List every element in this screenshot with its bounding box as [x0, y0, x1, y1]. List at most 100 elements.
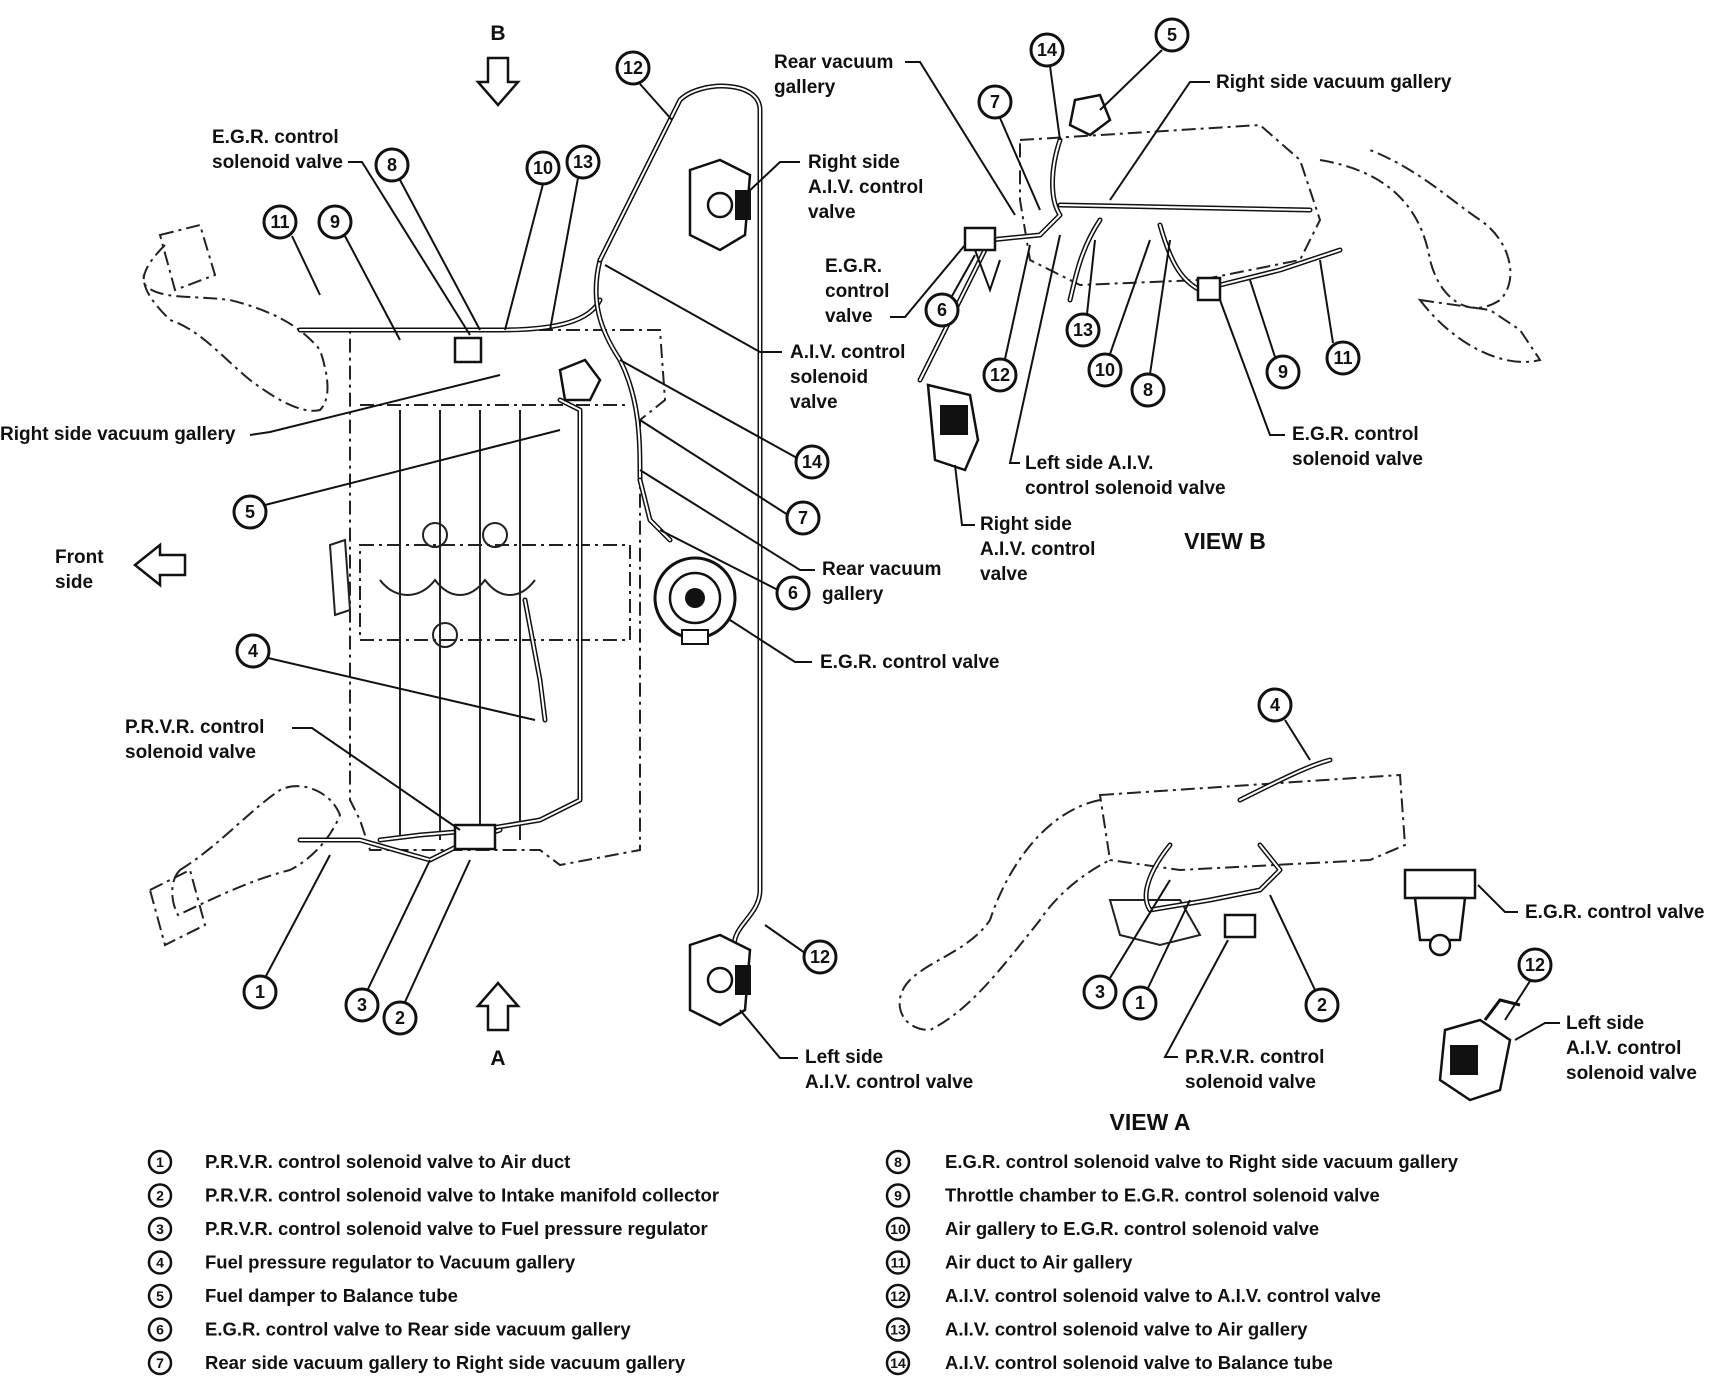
legend-number: 3 — [156, 1221, 164, 1237]
callout-1-main: 1 — [242, 854, 331, 1010]
prvr-solenoid-label-line-2: solenoid valve — [125, 742, 256, 763]
svg-text:11: 11 — [1333, 348, 1352, 368]
callout-12-main-bottom: 12 — [764, 924, 838, 975]
view-b: Rear vacuum gallery Right side vacuum ga… — [774, 17, 1542, 585]
callout-12-main-top: 12 — [615, 50, 673, 121]
front-side-arrow-icon — [132, 542, 187, 588]
egr-control-valve — [653, 556, 737, 645]
legend-number-badge — [147, 1250, 173, 1275]
view-b-right-aiv-valve — [926, 383, 980, 472]
legend-text: Air gallery to E.G.R. control solenoid v… — [945, 1218, 1319, 1239]
legend-number-badge — [147, 1149, 173, 1175]
legend-number-badge — [885, 1250, 911, 1275]
svg-text:2: 2 — [395, 1008, 405, 1028]
aiv-solenoid-label-line-3: valve — [790, 392, 838, 413]
svg-text:11: 11 — [270, 212, 289, 232]
view-a-prvr-body — [1108, 899, 1202, 947]
svg-text:2: 2 — [1317, 995, 1327, 1015]
callout-4-view-a: 4 — [1257, 687, 1311, 761]
right-aiv-valve-label-line-2: A.I.V. control — [808, 177, 923, 198]
legend-number: 5 — [156, 1288, 164, 1304]
view-a-left-aiv-label-line-3: solenoid valve — [1566, 1063, 1697, 1084]
bolt-1 — [422, 522, 448, 548]
upper-duct-boot — [158, 223, 217, 292]
view-b-fuel-damper — [1068, 93, 1112, 137]
legend-number: 2 — [156, 1188, 164, 1204]
legend-text: Air duct to Air gallery — [945, 1252, 1133, 1273]
view-b-rear-gallery-label-line-2: gallery — [774, 77, 836, 98]
legend-text: E.G.R. control solenoid valve to Right s… — [945, 1151, 1459, 1172]
view-b-egr-solenoid — [1196, 276, 1222, 302]
callout-2-main: 2 — [382, 859, 471, 1036]
view-b-arrow-icon — [475, 56, 521, 107]
view-b-title: VIEW B — [1184, 528, 1266, 554]
legend-number-badge — [885, 1216, 911, 1242]
view-a-prvr-label-line-2: solenoid valve — [1185, 1072, 1316, 1093]
callout-9-main: 9 — [317, 204, 401, 341]
lower-duct-boot — [148, 868, 207, 947]
svg-text:8: 8 — [387, 155, 397, 175]
callout-8-main: 8 — [374, 147, 481, 331]
bolt-2 — [482, 522, 508, 548]
svg-text:12: 12 — [990, 365, 1010, 385]
legend-number: 11 — [891, 1255, 906, 1271]
callout-11-view-b: 11 — [1319, 259, 1361, 376]
svg-text:10: 10 — [1095, 360, 1115, 380]
view-b-egr-solenoid-label-line-1: E.G.R. control — [1292, 424, 1419, 445]
aiv-solenoid-label-line-2: solenoid — [790, 367, 868, 388]
legend-number: 1 — [156, 1154, 164, 1170]
egr-solenoid-label-line-1: E.G.R. control — [212, 127, 339, 148]
prvr-control-solenoid-valve — [453, 823, 497, 851]
runner-arcs — [379, 578, 536, 596]
hose-14 — [593, 257, 643, 483]
right-aiv-valve-label-line-1: Right side — [808, 152, 900, 173]
view-b-egr-valve-label-line-2: control — [825, 281, 889, 302]
callout-4-main: 4 — [235, 633, 536, 721]
callout-13-view-b: 13 — [1065, 239, 1101, 348]
egr-control-solenoid-valve — [453, 336, 483, 364]
view-a-egr-valve-label: E.G.R. control valve — [1525, 902, 1705, 923]
legend-number: 6 — [156, 1322, 164, 1338]
svg-text:12: 12 — [623, 58, 643, 78]
manifold-runners — [399, 410, 521, 840]
legend-number-badge — [147, 1283, 173, 1309]
rear-vacuum-gallery-label-line-2: gallery — [822, 584, 884, 605]
view-b-right-aiv-label-line-3: valve — [980, 564, 1028, 585]
svg-text:5: 5 — [1167, 25, 1177, 45]
view-b-left-aiv-solenoid-label-line-1: Left side A.I.V. — [1025, 453, 1153, 474]
view-a-prvr-label-line-1: P.R.V.R. control — [1185, 1047, 1324, 1068]
view-b-rear-gallery-label-line-1: Rear vacuum — [774, 52, 893, 73]
svg-text:14: 14 — [802, 452, 822, 472]
right-aiv-valve-label-line-3: valve — [808, 202, 856, 223]
callout-9-view-b: 9 — [1249, 279, 1301, 390]
view-a-left-aiv-label-line-2: A.I.V. control — [1566, 1038, 1681, 1059]
view-b-egr-valve-label-line-3: valve — [825, 306, 873, 327]
view-a-prvr-solenoid — [1223, 913, 1257, 939]
right-aiv-control-valve — [688, 158, 752, 252]
svg-text:7: 7 — [798, 508, 808, 528]
view-b-egr-valve — [963, 226, 1001, 293]
view-b-hose-13 — [1067, 217, 1103, 303]
throttle-body — [359, 544, 631, 641]
view-a-arrow-icon — [475, 981, 521, 1032]
legend-text: Throttle chamber to E.G.R. control solen… — [945, 1185, 1380, 1206]
callout-6-main: 6 — [659, 529, 811, 611]
svg-text:3: 3 — [1095, 982, 1105, 1002]
callout-10-main: 10 — [504, 150, 561, 331]
legend-number-badge — [147, 1183, 173, 1208]
legend-text: Fuel damper to Balance tube — [205, 1285, 458, 1306]
view-b-right-aiv-label-line-1: Right side — [980, 514, 1072, 535]
legend-number: 14 — [890, 1355, 906, 1371]
callout-3-main: 3 — [344, 859, 431, 1023]
bolt-3 — [432, 622, 458, 648]
egr-solenoid-label-line-2: solenoid valve — [212, 152, 343, 173]
svg-text:9: 9 — [330, 212, 340, 232]
view-a-title: VIEW A — [1110, 1109, 1191, 1135]
svg-text:6: 6 — [788, 583, 798, 603]
